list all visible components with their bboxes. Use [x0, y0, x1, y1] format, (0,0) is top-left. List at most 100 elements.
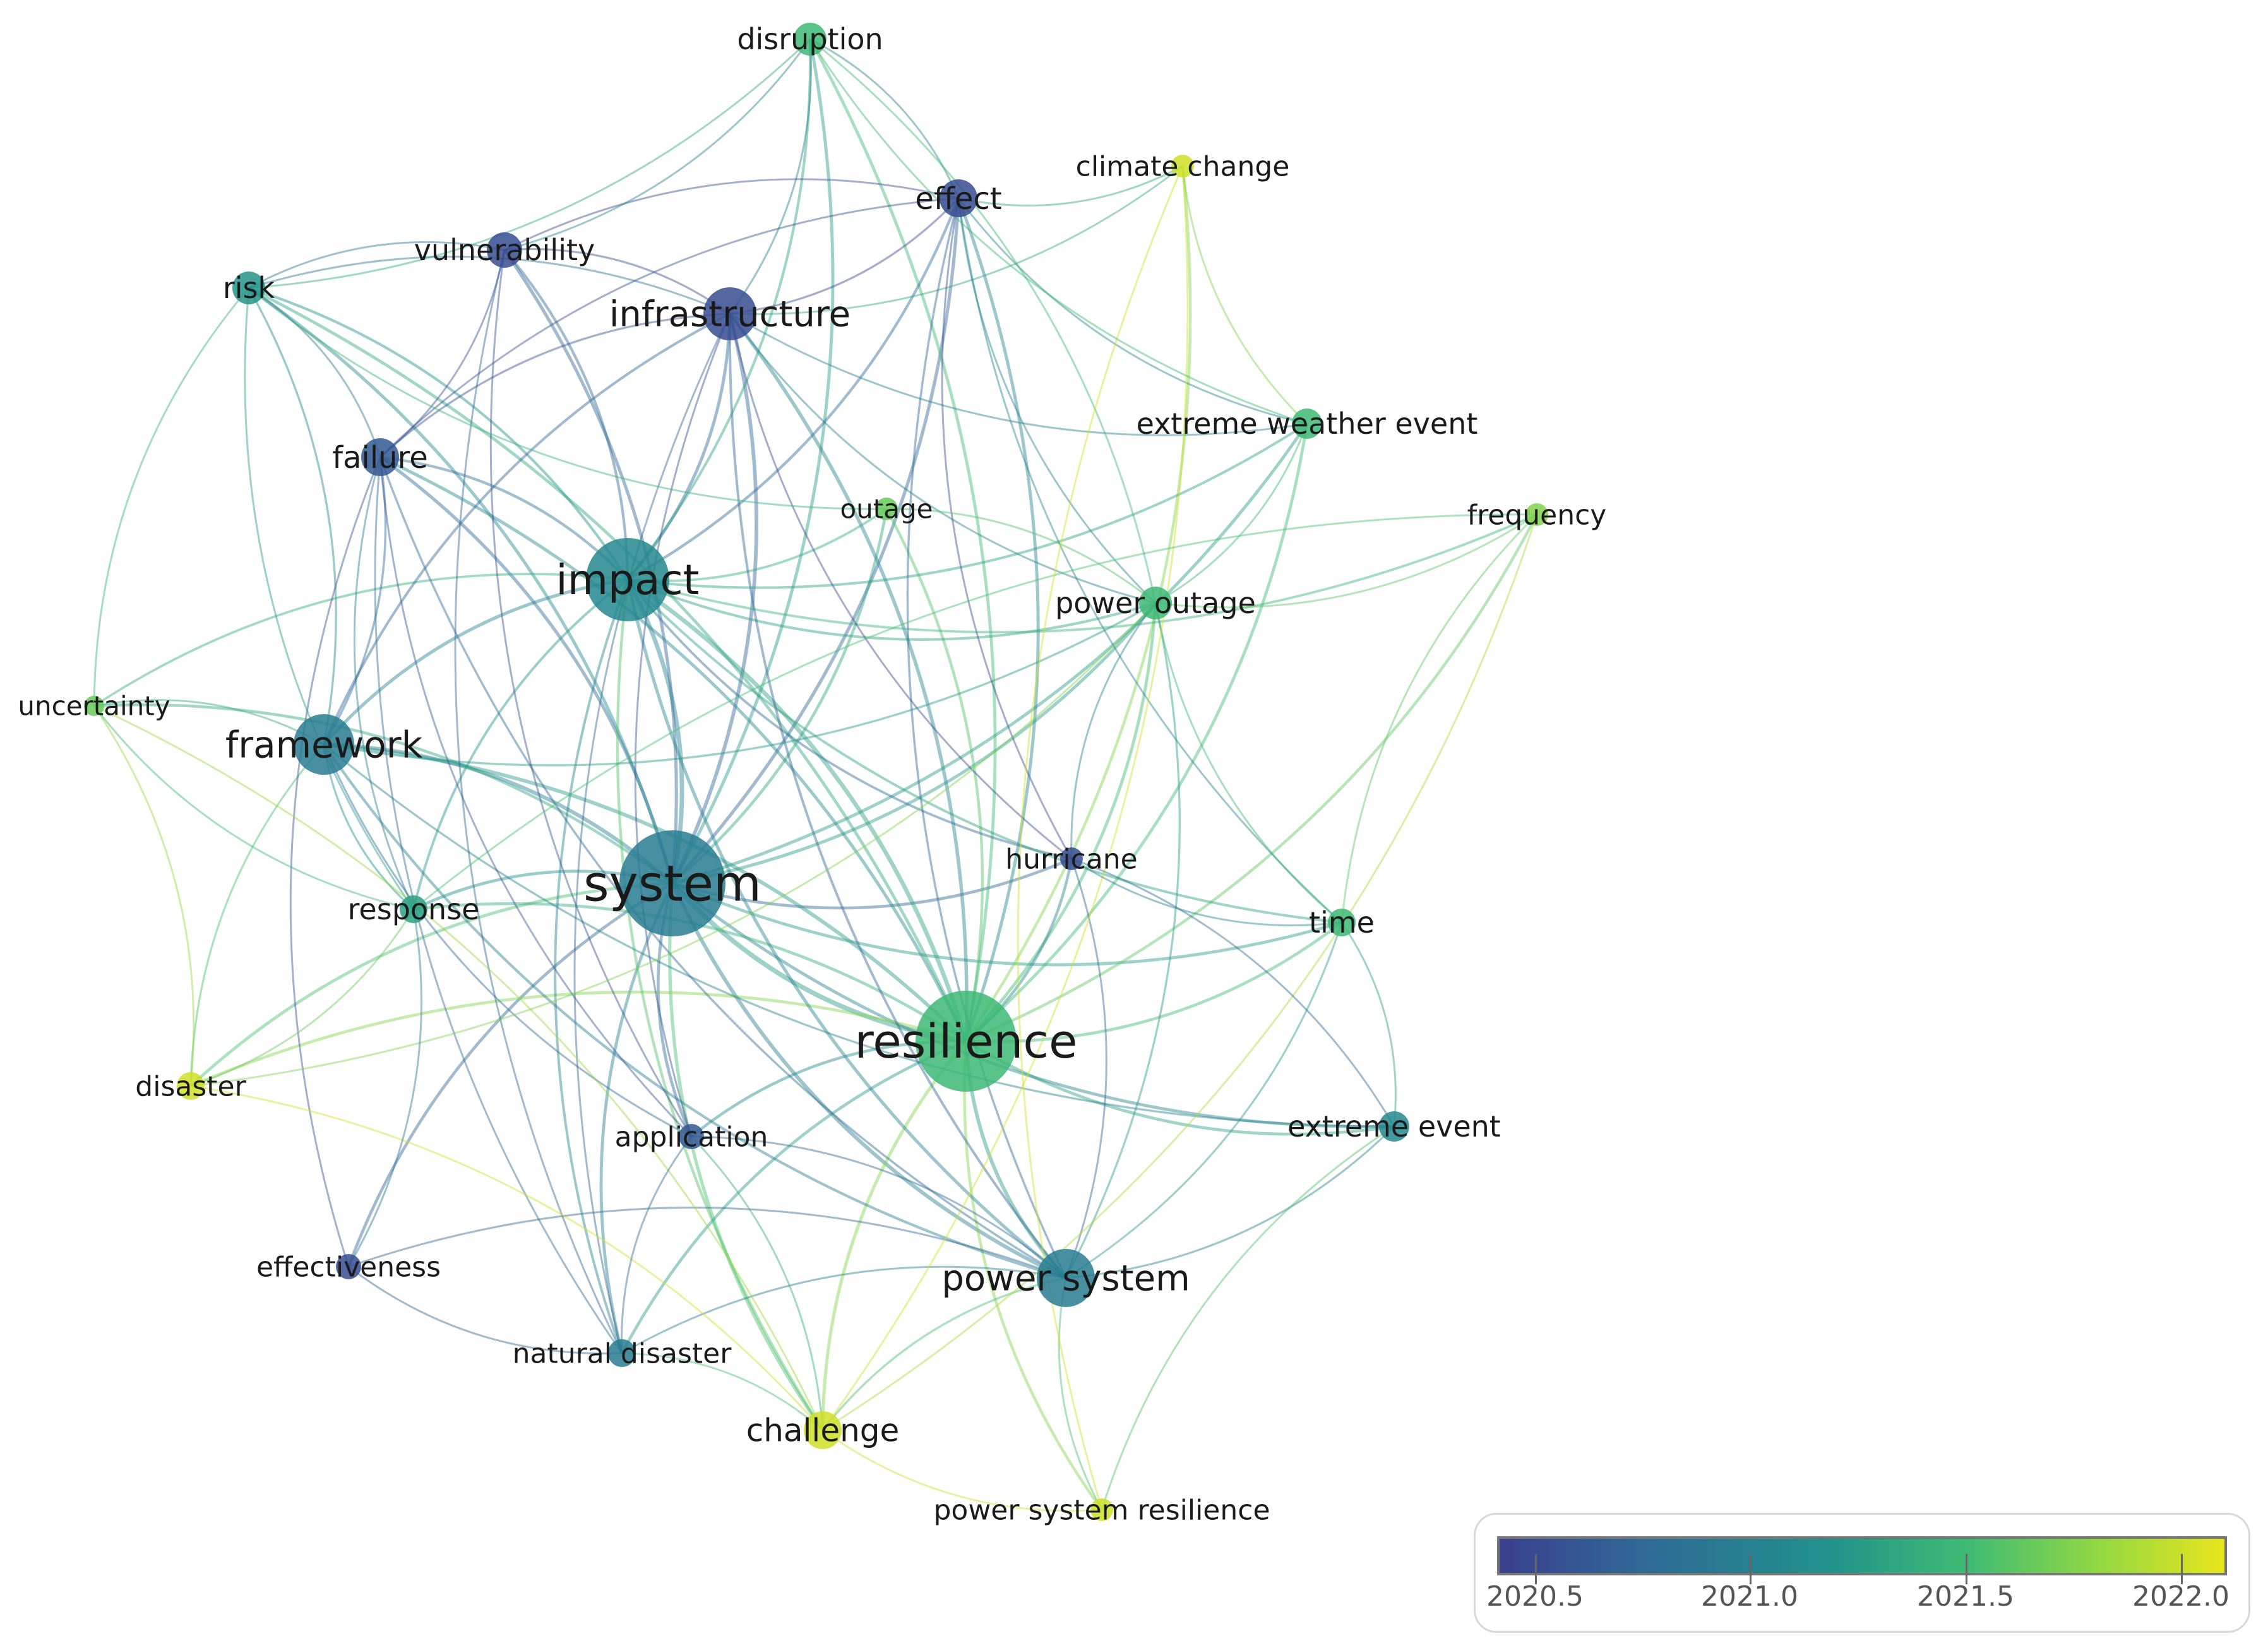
edge-system-hurricane [672, 857, 1072, 910]
node-risk[interactable] [232, 272, 265, 304]
edge-risk-response [244, 287, 415, 910]
edge-power-outage-hurricane [1070, 602, 1157, 859]
node-label-vulnerability[interactable]: vulnerability [414, 233, 595, 267]
node-vulnerability[interactable] [487, 232, 522, 268]
node-label-climate-change[interactable]: climate change [1076, 150, 1290, 182]
legend-tick-label: 2022.0 [2132, 1580, 2229, 1613]
node-extreme-weather-event[interactable] [1292, 409, 1322, 439]
edge-framework-extreme-event [323, 743, 1395, 1128]
node-label-disruption[interactable]: disruption [737, 22, 883, 56]
edge-resilience-impact [626, 578, 969, 1042]
edge-effect-failure [379, 197, 959, 458]
node-label-hurricane[interactable]: hurricane [1005, 843, 1138, 875]
node-label-uncertainty[interactable]: uncertainty [18, 691, 170, 722]
edge-impact-risk [248, 287, 629, 581]
node-disaster[interactable] [177, 1072, 205, 1100]
node-label-system[interactable]: system [583, 856, 761, 912]
edge-power-outage-outage [886, 508, 1156, 604]
edge-system-extreme-weather-event [672, 422, 1309, 885]
node-response[interactable] [400, 895, 427, 923]
node-label-application[interactable]: application [615, 1121, 768, 1153]
edge-layer [93, 38, 1538, 1512]
edge-challenge-power-system-resilience [822, 1429, 1102, 1512]
node-label-natural-disaster[interactable]: natural disaster [513, 1337, 732, 1370]
edge-resilience-disruption [808, 38, 997, 1042]
edge-power-system-challenge [821, 1277, 1066, 1431]
node-label-challenge[interactable]: challenge [746, 1412, 900, 1449]
node-label-effectiveness[interactable]: effectiveness [256, 1251, 441, 1283]
edge-impact-time [626, 578, 1342, 924]
edge-resilience-natural-disaster [620, 1039, 967, 1354]
edge-challenge-application [690, 1135, 824, 1431]
edge-disaster-power-outage [190, 602, 1157, 1087]
edge-impact-vulnerability [503, 249, 630, 580]
edge-system-uncertainty [93, 703, 674, 885]
edge-challenge-disaster [190, 1085, 824, 1431]
node-failure[interactable] [361, 438, 399, 476]
edge-impact-disruption [626, 39, 812, 581]
edge-system-effectiveness [347, 881, 674, 1267]
edge-system-outage [671, 508, 888, 885]
edge-infrastructure-framework [323, 313, 731, 745]
edge-system-risk [248, 286, 674, 884]
node-power-system[interactable] [1037, 1249, 1095, 1307]
node-hurricane[interactable] [1060, 847, 1083, 870]
edge-infrastructure-failure [379, 313, 731, 458]
edge-system-time [672, 881, 1342, 967]
edge-infrastructure-natural-disaster [573, 313, 731, 1354]
edge-framework-risk [248, 287, 337, 745]
edge-impact-challenge [616, 579, 824, 1431]
edge-vulnerability-natural-disaster [454, 249, 623, 1354]
node-impact[interactable] [586, 538, 669, 621]
edge-extreme-event-hurricane [1071, 857, 1395, 1127]
edge-uncertainty-response [93, 705, 414, 911]
edge-framework-power-system [323, 743, 1066, 1280]
node-system[interactable] [619, 830, 725, 936]
node-application[interactable] [679, 1124, 704, 1149]
node-power-outage[interactable] [1139, 587, 1172, 619]
node-outage[interactable] [875, 498, 898, 520]
node-label-response[interactable]: response [348, 892, 480, 926]
node-label-power-system-resilience[interactable]: power system resilience [933, 1494, 1270, 1526]
edge-risk-disruption [248, 38, 811, 289]
node-label-frequency[interactable]: frequency [1467, 499, 1607, 531]
node-label-resilience[interactable]: resilience [854, 1015, 1077, 1069]
node-label-impact[interactable]: impact [556, 556, 699, 604]
node-label-power-system[interactable]: power system [941, 1258, 1190, 1299]
edge-framework-failure [323, 457, 387, 745]
node-label-extreme-event[interactable]: extreme event [1287, 1109, 1501, 1143]
node-label-extreme-weather-event[interactable]: extreme weather event [1137, 407, 1478, 441]
edge-challenge-natural-disaster [621, 1352, 823, 1431]
node-effectiveness[interactable] [336, 1254, 361, 1279]
node-natural-disaster[interactable] [608, 1339, 636, 1367]
node-framework[interactable] [294, 714, 354, 775]
node-label-outage[interactable]: outage [840, 494, 933, 525]
edge-impact-natural-disaster [554, 579, 629, 1354]
edge-power-system-application [691, 1135, 1066, 1279]
node-effect[interactable] [940, 179, 977, 217]
node-power-system-resilience[interactable] [1090, 1498, 1113, 1521]
node-infrastructure[interactable] [703, 287, 756, 340]
edge-failure-response [353, 457, 415, 910]
node-climate-change[interactable] [1171, 155, 1194, 177]
node-uncertainty[interactable] [84, 696, 104, 716]
node-label-time[interactable]: time [1309, 905, 1375, 940]
node-frequency[interactable] [1525, 503, 1548, 526]
edge-effect-hurricane [941, 198, 1073, 859]
node-label-effect[interactable]: effect [915, 181, 1001, 217]
node-time[interactable] [1328, 909, 1356, 936]
edge-resilience-climate-change [965, 165, 1192, 1042]
node-label-framework[interactable]: framework [225, 723, 423, 766]
node-resilience[interactable] [916, 991, 1017, 1092]
edge-extreme-event-power-system-resilience [1101, 1125, 1395, 1510]
node-label-power-outage[interactable]: power outage [1055, 586, 1256, 620]
node-label-risk[interactable]: risk [223, 271, 275, 305]
node-label-failure[interactable]: failure [332, 440, 428, 475]
node-extreme-event[interactable] [1379, 1111, 1409, 1142]
node-disruption[interactable] [794, 23, 827, 56]
node-label-infrastructure[interactable]: infrastructure [609, 294, 850, 335]
edge-effect-time [957, 198, 1343, 924]
node-challenge[interactable] [804, 1411, 842, 1449]
node-label-disaster[interactable]: disaster [135, 1070, 246, 1102]
edge-system-challenge [668, 883, 825, 1431]
